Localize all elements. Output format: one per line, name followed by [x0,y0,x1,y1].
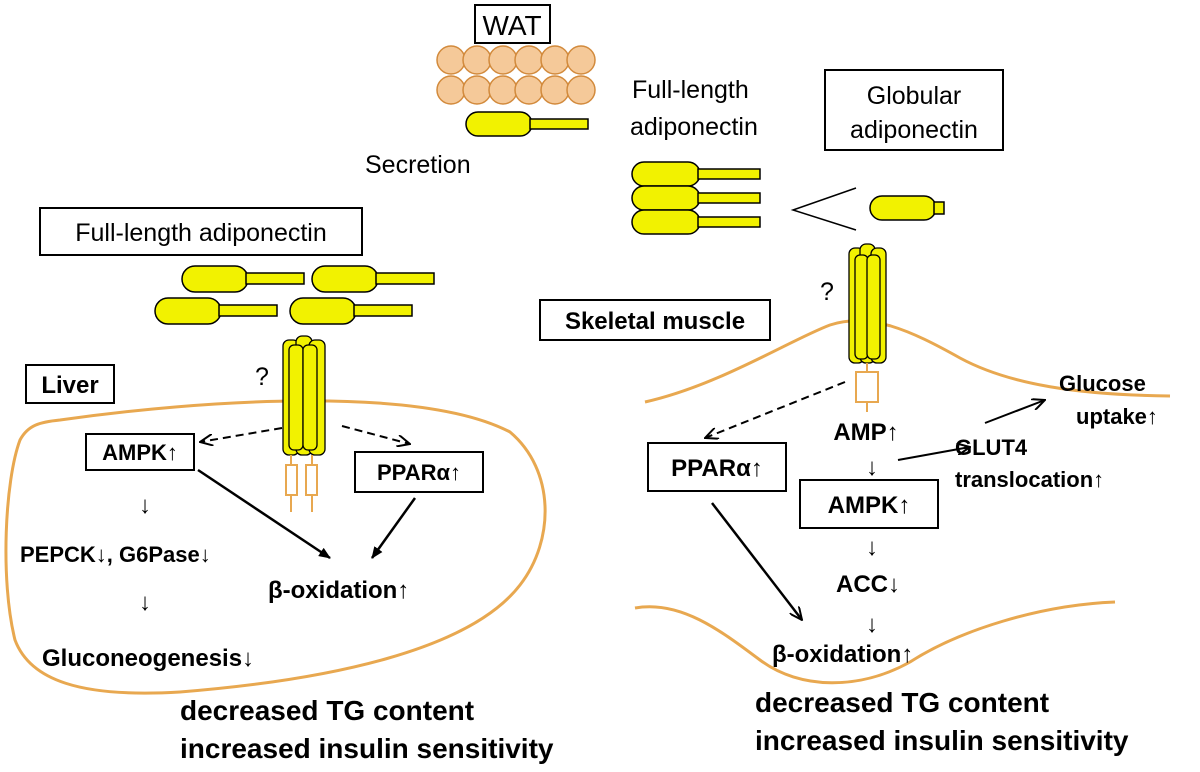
muscle-amp: AMP↑ [833,419,898,446]
muscle-beta-oxidation: β-oxidation↑ [772,641,913,668]
globular-domain [869,195,945,221]
liver-label: Liver [41,372,98,399]
liver-panel: Full-length adiponectin Liver ? [4,207,554,764]
full-length-label-line1: Full-length [632,76,749,104]
adipocyte-cluster [436,45,596,105]
muscle-glucose-line1: Glucose [1059,371,1146,396]
adipocyte [462,75,492,105]
liver-dashed-arrow-ampk [200,427,283,442]
skeletal-muscle-label: Skeletal muscle [565,308,745,335]
liver-outcome-line2: increased insulin sensitivity [180,733,554,764]
adipocyte [540,75,570,105]
muscle-ppara-box [647,442,787,492]
globular-label-line2: adiponectin [850,116,978,144]
adiponectin-molecules-liver [154,265,435,325]
wat-label: WAT [482,10,541,41]
adipocyte [462,45,492,75]
muscle-arrow-glut4-glucose [984,400,1045,424]
adipocyte [540,45,570,75]
liver-down-arrow-1: ↓ [139,492,151,519]
liver-arrow-ampk-beta [197,468,331,560]
liver-arrow-ppara-beta [370,497,417,559]
muscle-down-arrow-1: ↓ [866,454,878,481]
muscle-top-membrane [644,319,1171,404]
globular-label-line1: Globular [867,82,962,110]
muscle-down-arrow-3: ↓ [866,611,878,638]
muscle-bottom-membrane [634,600,1116,685]
liver-gluconeogenesis: Gluconeogenesis↓ [42,645,254,672]
adipocyte [488,75,518,105]
liver-ppara-box [354,451,484,493]
muscle-ampk: AMPK↑ [828,492,911,519]
adipocyte [514,75,544,105]
adipocyte [436,45,466,75]
liver-ampk: AMPK↑ [102,440,178,465]
skeletal-muscle-label-box [539,299,771,341]
muscle-panel: Skeletal muscle ? PPARα↑ AMP↑ ↓ AMPK↑ ↓ … [539,243,1171,756]
full-length-trimer [631,161,761,235]
less-than-sign [790,187,857,231]
liver-adiponectin-receptor [282,335,326,512]
muscle-ampk-box [799,479,939,529]
liver-ppara: PPARα↑ [377,460,461,485]
muscle-glut4-line2: translocation↑ [955,467,1104,492]
muscle-down-arrow-2: ↓ [866,534,878,561]
liver-ampk-box [85,433,195,471]
liver-beta-oxidation: β-oxidation↑ [268,577,409,604]
liver-receptor-question: ? [255,363,269,391]
adipocyte [514,45,544,75]
muscle-adiponectin-receptor [848,243,887,412]
liver-label-box [25,364,115,404]
secreted-adiponectin [465,111,589,137]
adipocyte [566,45,596,75]
liver-outcome-line1: decreased TG content [180,695,474,726]
muscle-glucose-line2: uptake↑ [1076,404,1158,429]
muscle-arrow-amp-glut4 [897,447,970,461]
liver-dashed-arrow-ppara [341,425,410,444]
muscle-receptor-question: ? [820,278,834,306]
adipocyte [488,45,518,75]
muscle-outcome-line2: increased insulin sensitivity [755,725,1129,756]
muscle-outcome-line1: decreased TG content [755,687,1049,718]
secretion-label: Secretion [365,151,471,179]
muscle-acc: ACC↓ [836,571,900,598]
full-length-adiponectin-box [39,207,363,256]
muscle-arrow-ppara-beta [711,502,802,620]
wat-label-box [474,4,551,44]
muscle-glut4-line1: GLUT4 [955,435,1028,460]
globular-label-box [824,69,1004,151]
full-length-label-line2: adiponectin [630,113,758,141]
wat-group: WAT Secretion [365,4,596,179]
adipocyte [566,75,596,105]
liver-down-arrow-2: ↓ [139,589,151,616]
muscle-ppara: PPARα↑ [671,455,763,482]
muscle-dashed-arrow-ppara [705,381,846,438]
adipocyte [436,75,466,105]
adiponectin-forms-group: Full-length adiponectin Globular adipone… [630,69,1004,235]
liver-cell-membrane [4,399,547,695]
liver-pepck: PEPCK↓, G6Pase↓ [20,542,211,567]
full-length-adiponectin-label: Full-length adiponectin [75,219,327,247]
